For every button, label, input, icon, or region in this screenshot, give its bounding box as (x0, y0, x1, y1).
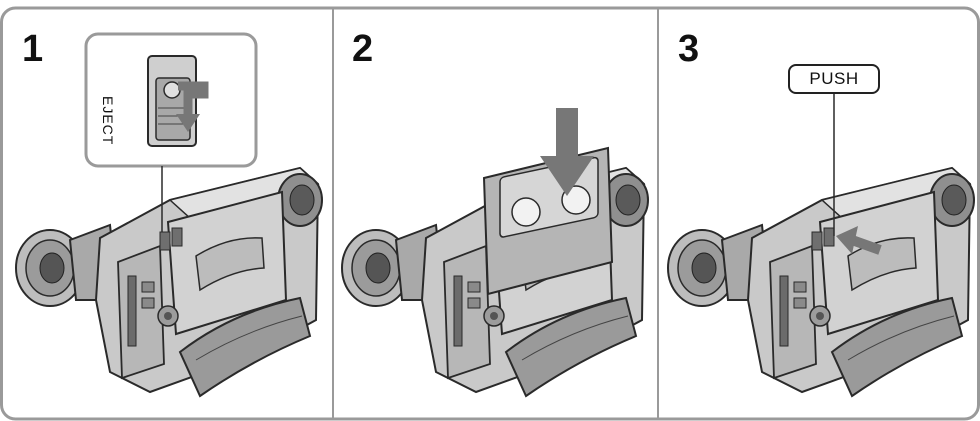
eject-label: EJECT (100, 96, 116, 146)
panel-1-camcorder (15, 167, 323, 397)
step-number-2: 2 (352, 28, 374, 70)
diagram-border (0, 6, 980, 421)
eject-switch-icon (147, 55, 209, 147)
panel-3-camcorder (667, 167, 975, 397)
insert-arrow-icon (540, 108, 594, 196)
step-number-1: 1 (22, 28, 44, 70)
push-callout: PUSH (788, 64, 880, 94)
push-arrow-icon (836, 226, 882, 255)
step-number-3: 3 (678, 28, 700, 70)
